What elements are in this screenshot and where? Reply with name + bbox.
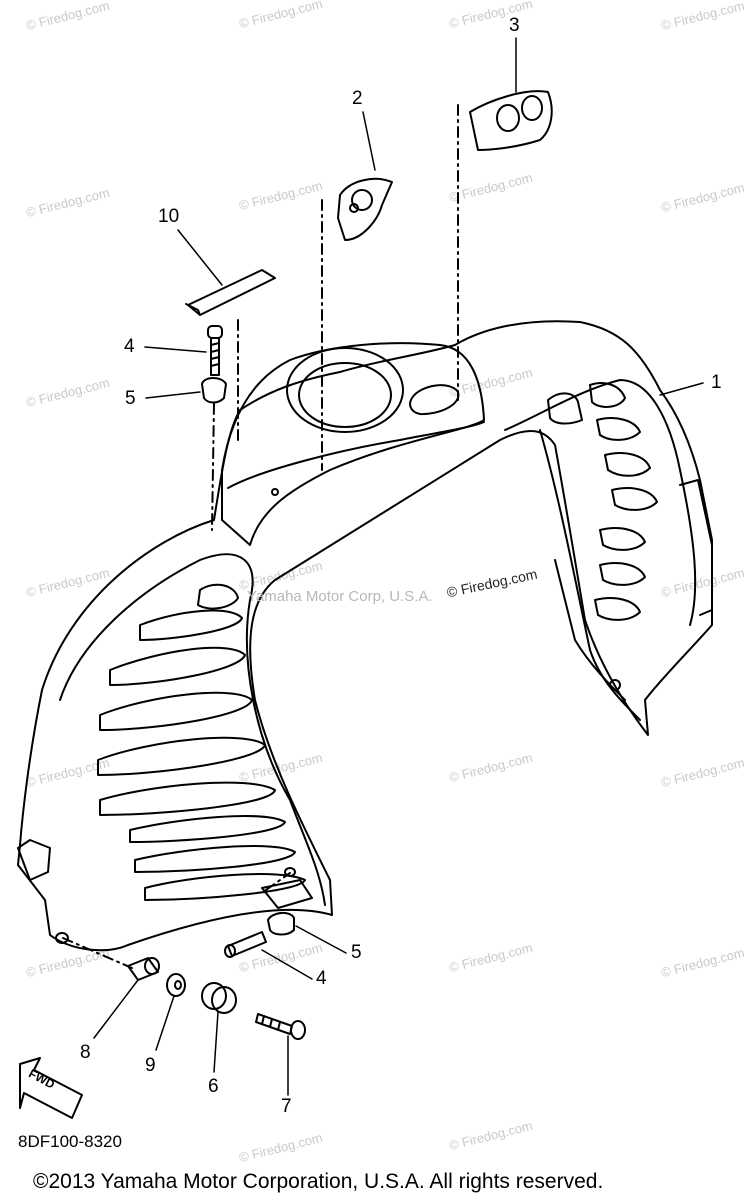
callout-10: 10 (158, 206, 180, 227)
part-4-screw-bottom (224, 931, 267, 958)
callout-5: 5 (125, 388, 136, 409)
part-7-bolt (255, 1013, 306, 1040)
diagram-code: 8DF100-8320 (18, 1132, 122, 1151)
housing-front-edge (227, 421, 485, 489)
callout-2: 2 (352, 88, 363, 109)
right-grille (539, 382, 658, 721)
meter-housing (221, 342, 485, 546)
panel-inner-rim-right (504, 379, 697, 626)
part-6-grommet (201, 982, 237, 1014)
meter-opening (286, 347, 404, 433)
panel-inner-rim (59, 553, 326, 906)
part-8-collar (127, 957, 160, 981)
part-3-hole-a (496, 104, 520, 132)
part-9-washer (166, 973, 186, 997)
mount-hole-right (609, 679, 621, 691)
alignment-lines (62, 104, 459, 969)
part-10-strip (187, 269, 276, 316)
callout-4: 4 (124, 336, 135, 357)
callout-8: 8 (80, 1042, 91, 1063)
part-5-grommet-bottom (267, 912, 295, 936)
switch-opening (409, 384, 460, 416)
credit-text: Yamaha Motor Corp, U.S.A. (247, 588, 433, 605)
callout-7: 7 (281, 1096, 292, 1117)
part-3-plate (469, 90, 553, 151)
callout-6: 6 (208, 1076, 219, 1097)
left-tab (17, 839, 51, 881)
mount-hole-bottom (284, 867, 296, 877)
left-grille (97, 583, 306, 901)
right-tab (679, 479, 713, 616)
fwd-arrow (19, 1057, 83, 1119)
callout-5b: 5 (351, 942, 362, 963)
callout-3: 3 (509, 15, 520, 36)
callout-9: 9 (145, 1055, 156, 1076)
callout-1: 1 (711, 372, 722, 393)
part-5-grommet-top (201, 377, 227, 404)
mount-hole-left (55, 932, 69, 944)
screw-hole (271, 488, 279, 496)
part-2-hole (351, 189, 373, 211)
front-panel-outline (17, 320, 713, 952)
leader-lines (93, 37, 704, 1096)
bottom-boss (261, 879, 313, 909)
part-4-screw-top (207, 325, 223, 376)
copyright-notice: ©2013 Yamaha Motor Corporation, U.S.A. A… (33, 1170, 604, 1193)
meter-opening-inner (298, 362, 392, 428)
callout-4b: 4 (316, 968, 327, 989)
part-2-clip (337, 177, 393, 241)
part-3-hole-b (521, 95, 543, 121)
